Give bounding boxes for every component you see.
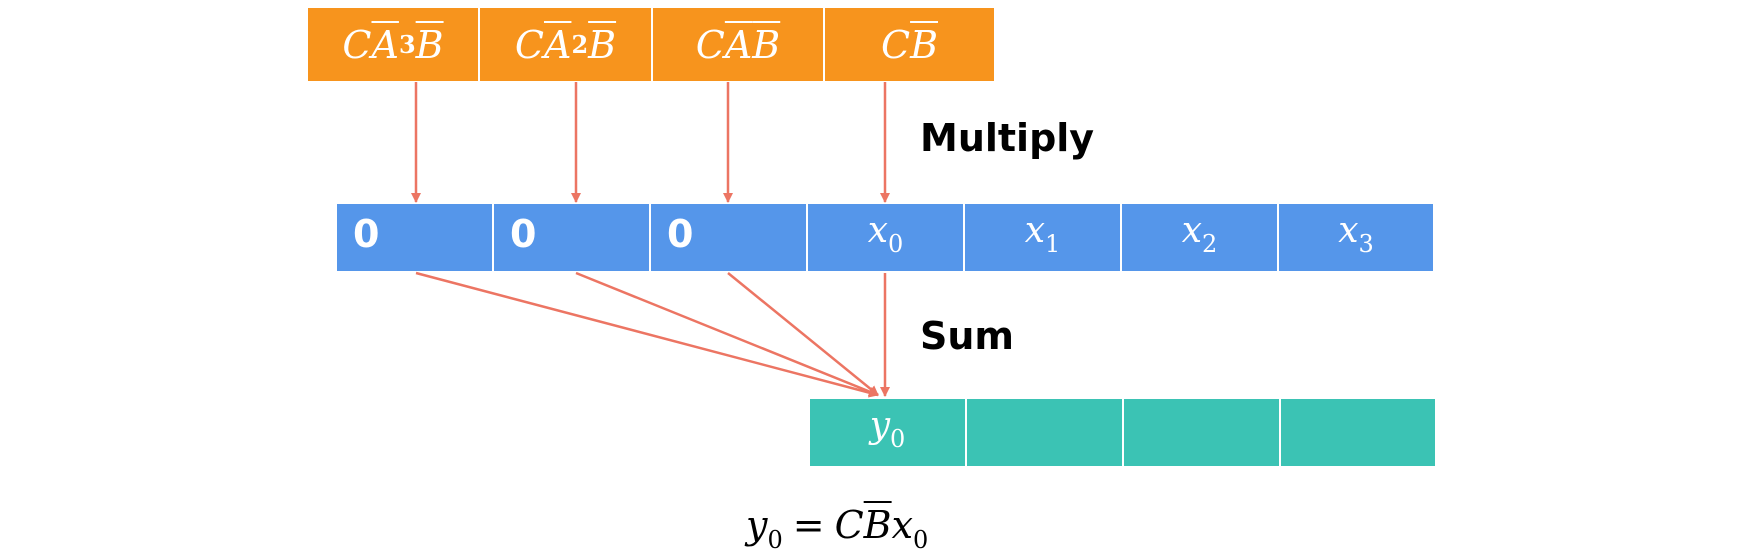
formula-x-sub: 0 <box>913 526 929 554</box>
kernel-a-bar: A <box>543 22 572 67</box>
kernel-b-bar: B <box>752 22 781 67</box>
input-zero: 0 <box>510 212 537 256</box>
input-zero: 0 <box>353 212 380 256</box>
output-cell-empty-2 <box>1124 399 1279 466</box>
kernel-b-bar: B <box>588 22 617 67</box>
formula-b-bar: B <box>863 503 892 547</box>
kernel-c: C <box>880 22 911 67</box>
output-formula: y0=CBx0 <box>746 503 928 554</box>
kernel-power: 3 <box>398 30 416 59</box>
formula-y: y <box>746 503 768 547</box>
sum-arrow <box>575 271 879 397</box>
input-cell-pad-1: 0 <box>337 204 492 271</box>
output-cell-empty-1 <box>967 399 1122 466</box>
kernel-a-bar: A <box>371 22 399 67</box>
sum-arrow <box>727 272 879 396</box>
kernel-b-bar: B <box>910 22 938 67</box>
input-var: x3 <box>1338 210 1374 258</box>
sum-arrow <box>415 271 879 398</box>
kernel-c: C <box>342 22 372 67</box>
input-cell-x3: x3 <box>1279 204 1433 271</box>
formula-c: C <box>834 503 864 547</box>
formula-y-sub: 0 <box>767 526 783 554</box>
formula-x: x <box>891 503 914 547</box>
kernel-a-bar: A <box>724 22 753 67</box>
input-cell-x1: x1 <box>965 204 1120 271</box>
kernel-c: C <box>514 22 544 67</box>
kernel-c: C <box>695 22 725 67</box>
input-var: x2 <box>1181 210 1218 258</box>
kernel-power: 2 <box>571 30 589 59</box>
output-var: y0 <box>869 405 906 453</box>
input-cell-pad-3: 0 <box>651 204 806 271</box>
input-cell-x0: x0 <box>808 204 963 271</box>
input-cell-x2: x2 <box>1122 204 1277 271</box>
formula-equals: = <box>792 503 825 547</box>
sum-label: Sum <box>920 314 1015 358</box>
input-cell-pad-2: 0 <box>494 204 649 271</box>
input-var: x0 <box>867 210 904 258</box>
input-zero: 0 <box>667 212 694 256</box>
output-cell-empty-3 <box>1281 399 1435 466</box>
multiply-label: Multiply <box>920 116 1095 160</box>
output-cell-y0: y0 <box>810 399 965 466</box>
input-var: x1 <box>1024 210 1061 258</box>
kernel-b-bar: B <box>415 22 444 67</box>
